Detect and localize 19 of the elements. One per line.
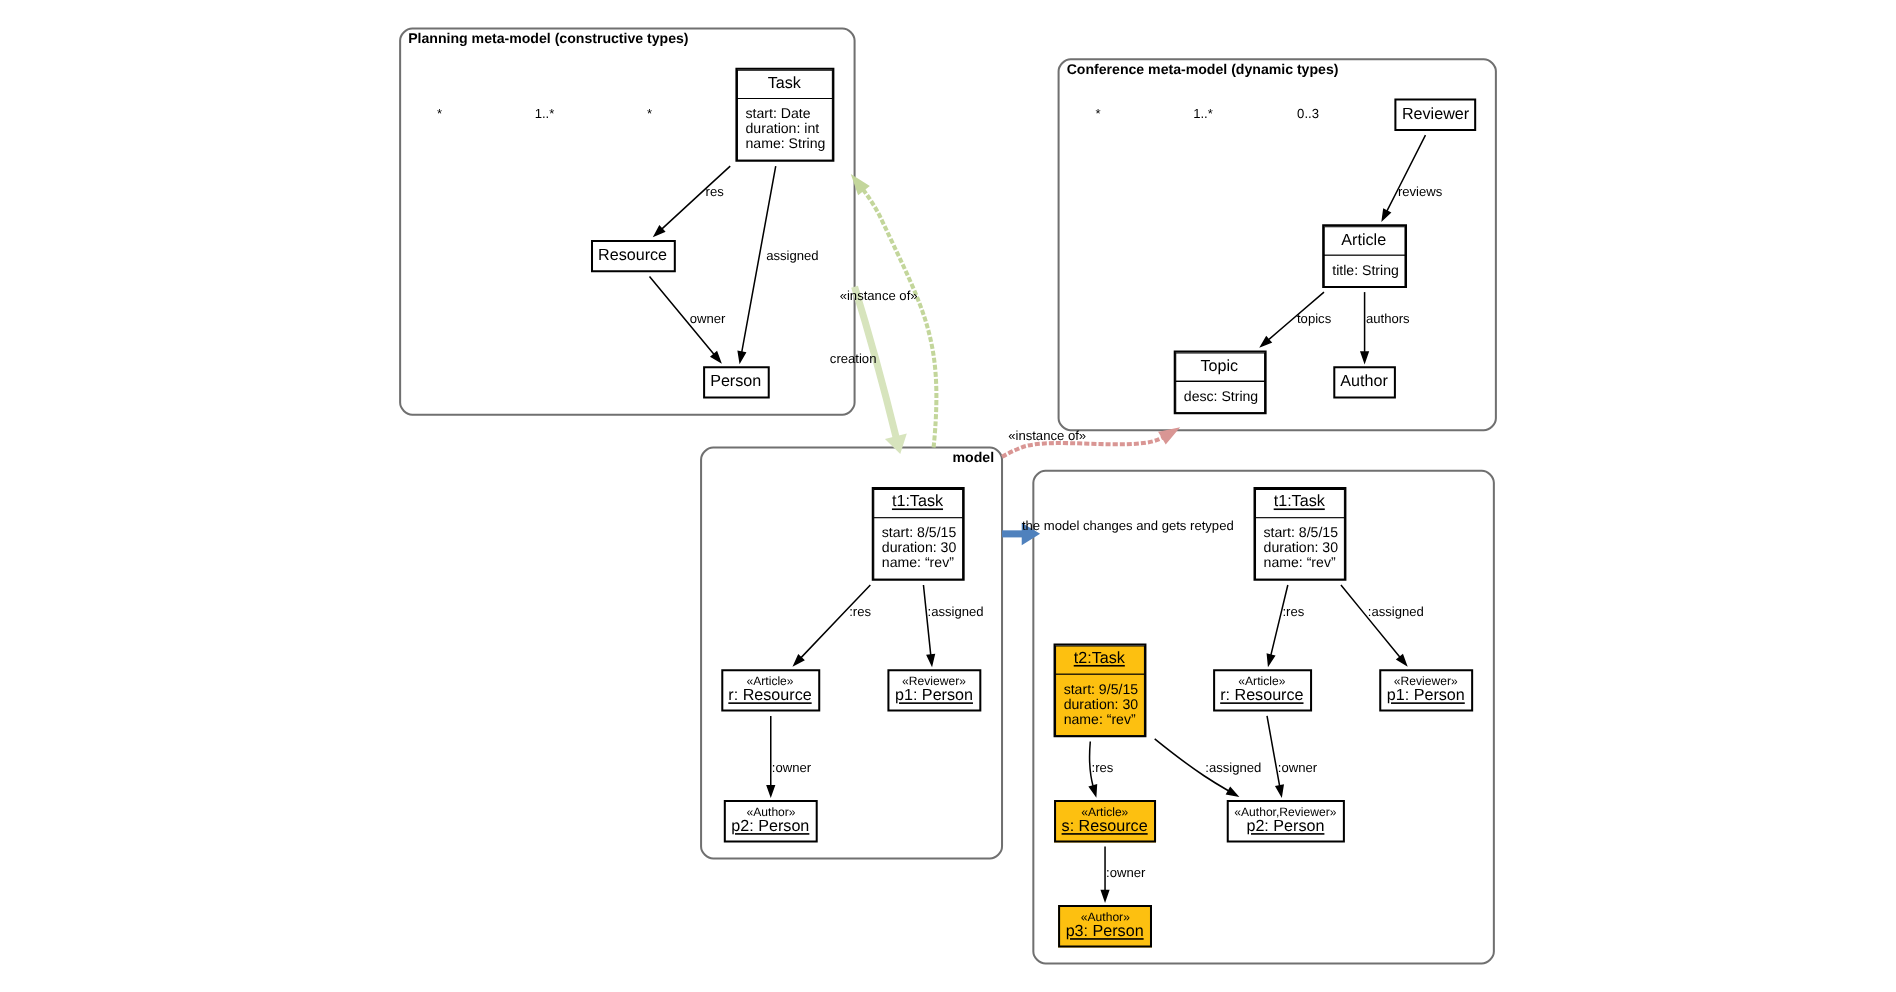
arrow [1266, 584, 1289, 668]
arrow [1266, 715, 1284, 798]
arrow [648, 275, 722, 364]
arrow [1001, 427, 1181, 459]
arrow [792, 584, 872, 667]
arrow [1381, 134, 1427, 223]
arrow [1360, 291, 1370, 365]
arrow [1002, 522, 1041, 546]
arrow [1100, 845, 1110, 903]
arrow [1088, 740, 1098, 798]
arrow [850, 174, 939, 448]
arrow [766, 715, 776, 799]
arrow [922, 584, 936, 668]
arrow [652, 165, 731, 238]
arrow [1153, 738, 1240, 797]
arrow [1259, 291, 1325, 348]
arrow [737, 165, 777, 365]
arrow [851, 285, 907, 455]
arrow [1340, 584, 1408, 667]
